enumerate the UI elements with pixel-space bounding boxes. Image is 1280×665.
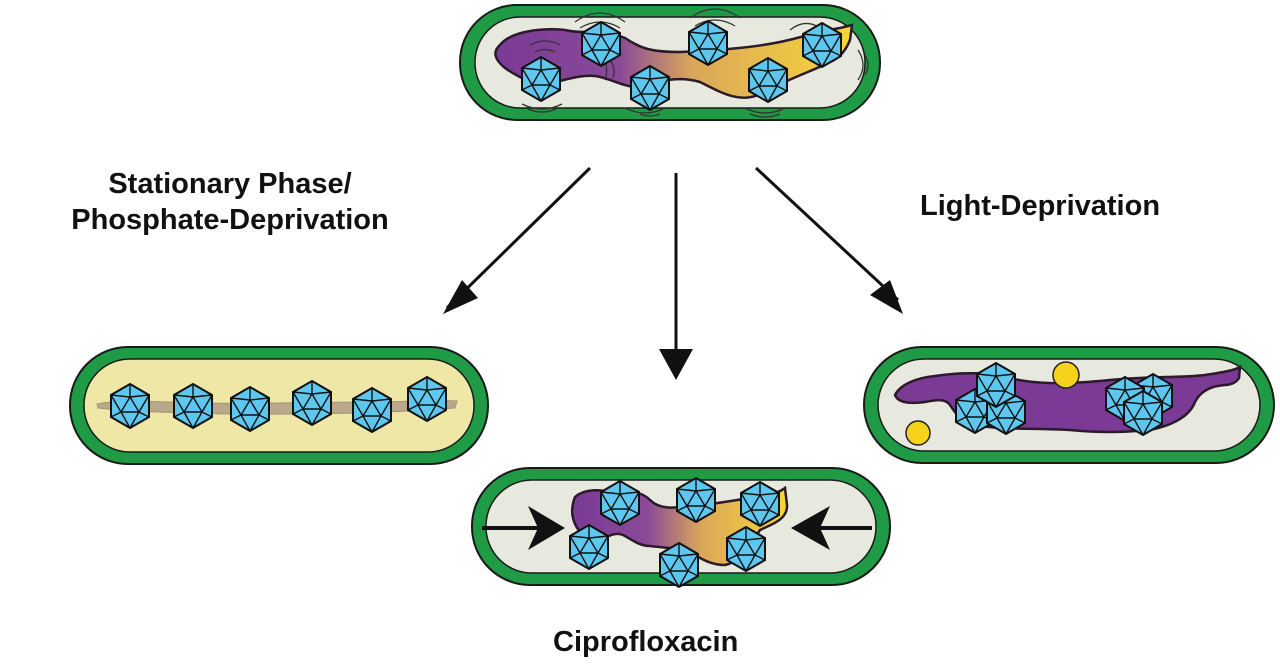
phage-particle-icon [569,524,609,570]
phage-particle-icon [630,65,670,111]
phage-particle-icon [352,387,392,433]
phage-particle-icon [748,57,788,103]
arrowhead-light-icon [870,280,903,314]
phage-particle-icon [230,386,270,432]
phage-particle-icon [726,526,766,572]
cell-light-deprivation [863,346,1275,464]
phage-particle-icon [688,20,728,66]
phage-particle-icon [110,383,150,429]
phage-particle-icon [292,380,332,426]
cell-ciprofloxacin [471,467,891,588]
phage-particle-icon [173,383,213,429]
label-stationary-phase: Stationary Phase/ Phosphate-Deprivation [0,166,460,238]
phage-particle-icon [581,21,621,67]
arrow-to-stationary [445,166,592,310]
label-stationary-line1: Stationary Phase/ [108,168,352,200]
compression-arrow-left-icon [482,506,565,550]
label-ciprofloxacin: Ciprofloxacin [553,626,739,658]
granule [1052,361,1080,389]
phage-particle-icon [600,480,640,526]
phage-particle-icon [676,477,716,523]
transition-arrows [443,166,903,380]
arrow-to-light [754,166,900,302]
phage-particle-icon [521,56,561,102]
arrowhead-cipro-icon [659,349,693,380]
granule [905,420,931,446]
label-light-deprivation: Light-Deprivation [920,190,1161,222]
phage-particle-icon [802,22,842,68]
phage-particle-icon [1123,390,1163,436]
phage-particle-icon [407,376,447,422]
label-stationary-line2: Phosphate-Deprivation [71,204,389,236]
arrowhead-stationary-icon [443,280,478,314]
phage-particle-icon [659,542,699,588]
cell-untreated [459,4,881,121]
cell-stationary-phase [69,346,489,465]
phage-particle-icon [976,362,1016,408]
phage-particle-icon [740,481,780,527]
compression-arrow-right-icon [791,506,872,550]
